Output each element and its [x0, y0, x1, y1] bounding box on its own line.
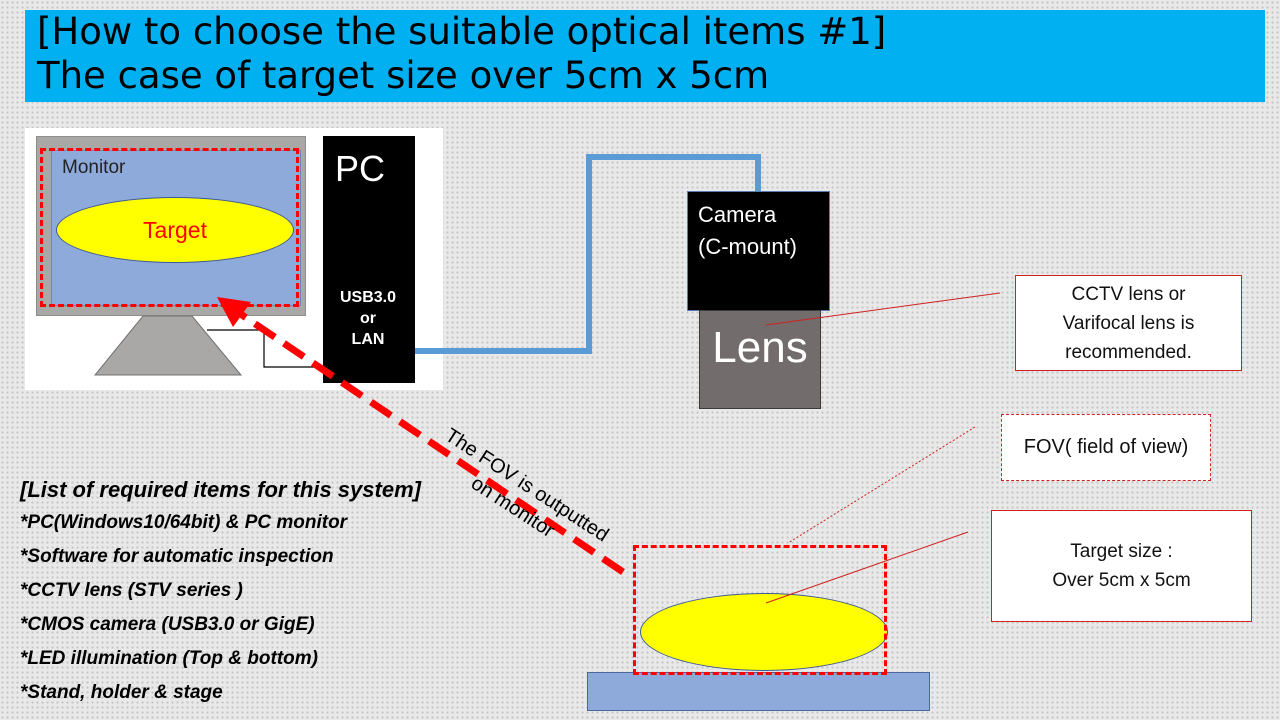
pc-port-or: or: [360, 310, 376, 327]
target-size-callout-line-2: Over 5cm x 5cm: [1052, 570, 1191, 591]
fov-callout-text: FOV( field of view): [1023, 436, 1189, 458]
title-banner: [How to choose the suitable optical item…: [25, 10, 1265, 102]
title-line-2: The case of target size over 5cm x 5cm: [37, 54, 770, 97]
target-callout-leader: [765, 531, 969, 604]
pc-port-lan: LAN: [351, 331, 385, 348]
target-size-callout: Target size : Over 5cm x 5cm: [991, 510, 1252, 622]
lens-callout-line-2: Varifocal lens is: [1062, 312, 1195, 334]
lens-callout-leader: [765, 292, 1001, 326]
pc-label: PC: [335, 148, 386, 189]
required-items-heading: [List of required items for this system]: [20, 477, 421, 502]
target-size-callout-line-1: Target size :: [1070, 541, 1173, 562]
fov-output-arrow: [237, 310, 625, 575]
required-item-camera: *CMOS camera (USB3.0 or GigE): [20, 614, 315, 635]
fov-callout: FOV( field of view): [1001, 414, 1211, 481]
lens-callout: CCTV lens or Varifocal lens is recommend…: [1015, 275, 1242, 371]
required-items-list: [List of required items for this system]…: [20, 474, 421, 710]
lens-body: [699, 310, 821, 409]
monitor-fov-frame: [40, 148, 299, 307]
monitor-cable: [207, 329, 323, 368]
lens-callout-line-1: CCTV lens or: [1071, 283, 1186, 305]
monitor-target-label: Target: [143, 217, 207, 243]
required-item-pc: *PC(Windows10/64bit) & PC monitor: [20, 512, 348, 533]
target-object: [640, 593, 888, 671]
monitor-target-ellipse: [56, 197, 294, 263]
title-line-1: [How to choose the suitable optical item…: [37, 10, 887, 53]
camera-label-line-2: (C-mount): [698, 234, 798, 259]
fov-callout-leader: [787, 426, 976, 544]
lens-label: Lens: [712, 323, 808, 372]
required-item-stand: *Stand, holder & stage: [20, 682, 223, 703]
pc-port-usb: USB3.0: [339, 289, 397, 306]
required-item-illumination: *LED illumination (Top & bottom): [20, 648, 318, 669]
lens-callout-line-3: recommended.: [1065, 341, 1192, 363]
pc-ports: USB3.0 or LAN: [328, 287, 408, 350]
monitor-stand: [93, 315, 243, 376]
required-item-software: *Software for automatic inspection: [20, 546, 334, 567]
camera-label-line-1: Camera: [698, 202, 777, 227]
camera-label: Camera (C-mount): [698, 199, 797, 263]
stage: [587, 672, 930, 711]
fov-output-arrowhead: [217, 297, 251, 327]
required-item-lens: *CCTV lens (STV series ): [20, 580, 243, 601]
camera-cable: [415, 154, 761, 354]
pc-tower: [323, 136, 415, 383]
fov-frame: [633, 545, 887, 675]
monitor-label: Monitor: [62, 157, 126, 178]
